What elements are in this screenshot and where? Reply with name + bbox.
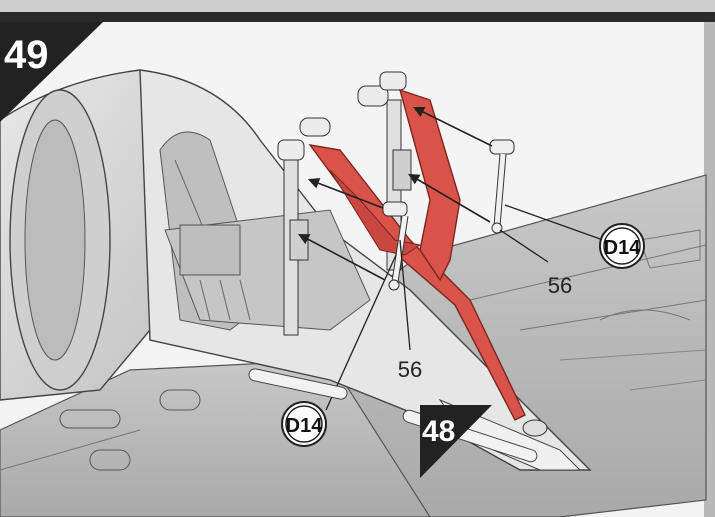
- previous-step-badge: 48: [420, 405, 492, 478]
- step-number: 49: [4, 33, 49, 77]
- callout-56-right-label: 56: [548, 273, 572, 298]
- callout-d14-right: D14: [599, 223, 645, 269]
- leader-lines: [325, 204, 604, 411]
- callout-d14-right-label: D14: [604, 237, 642, 259]
- previous-step-number: 48: [422, 415, 455, 448]
- part-56-left-piece: [382, 201, 409, 291]
- cockpit-interior: [164, 209, 371, 331]
- callout-d14-left-label: D14: [286, 415, 324, 437]
- highlighted-mount-frame: [308, 88, 526, 421]
- previous-panel-strip: [0, 0, 715, 22]
- assembly-arrows: [298, 106, 493, 281]
- panel-right-edge: [704, 22, 715, 517]
- step-badge: 49: [0, 22, 103, 122]
- callout-56-left-label: 56: [398, 357, 422, 382]
- part-56-right-piece: [489, 139, 515, 234]
- callout-d14-left: D14: [281, 401, 327, 447]
